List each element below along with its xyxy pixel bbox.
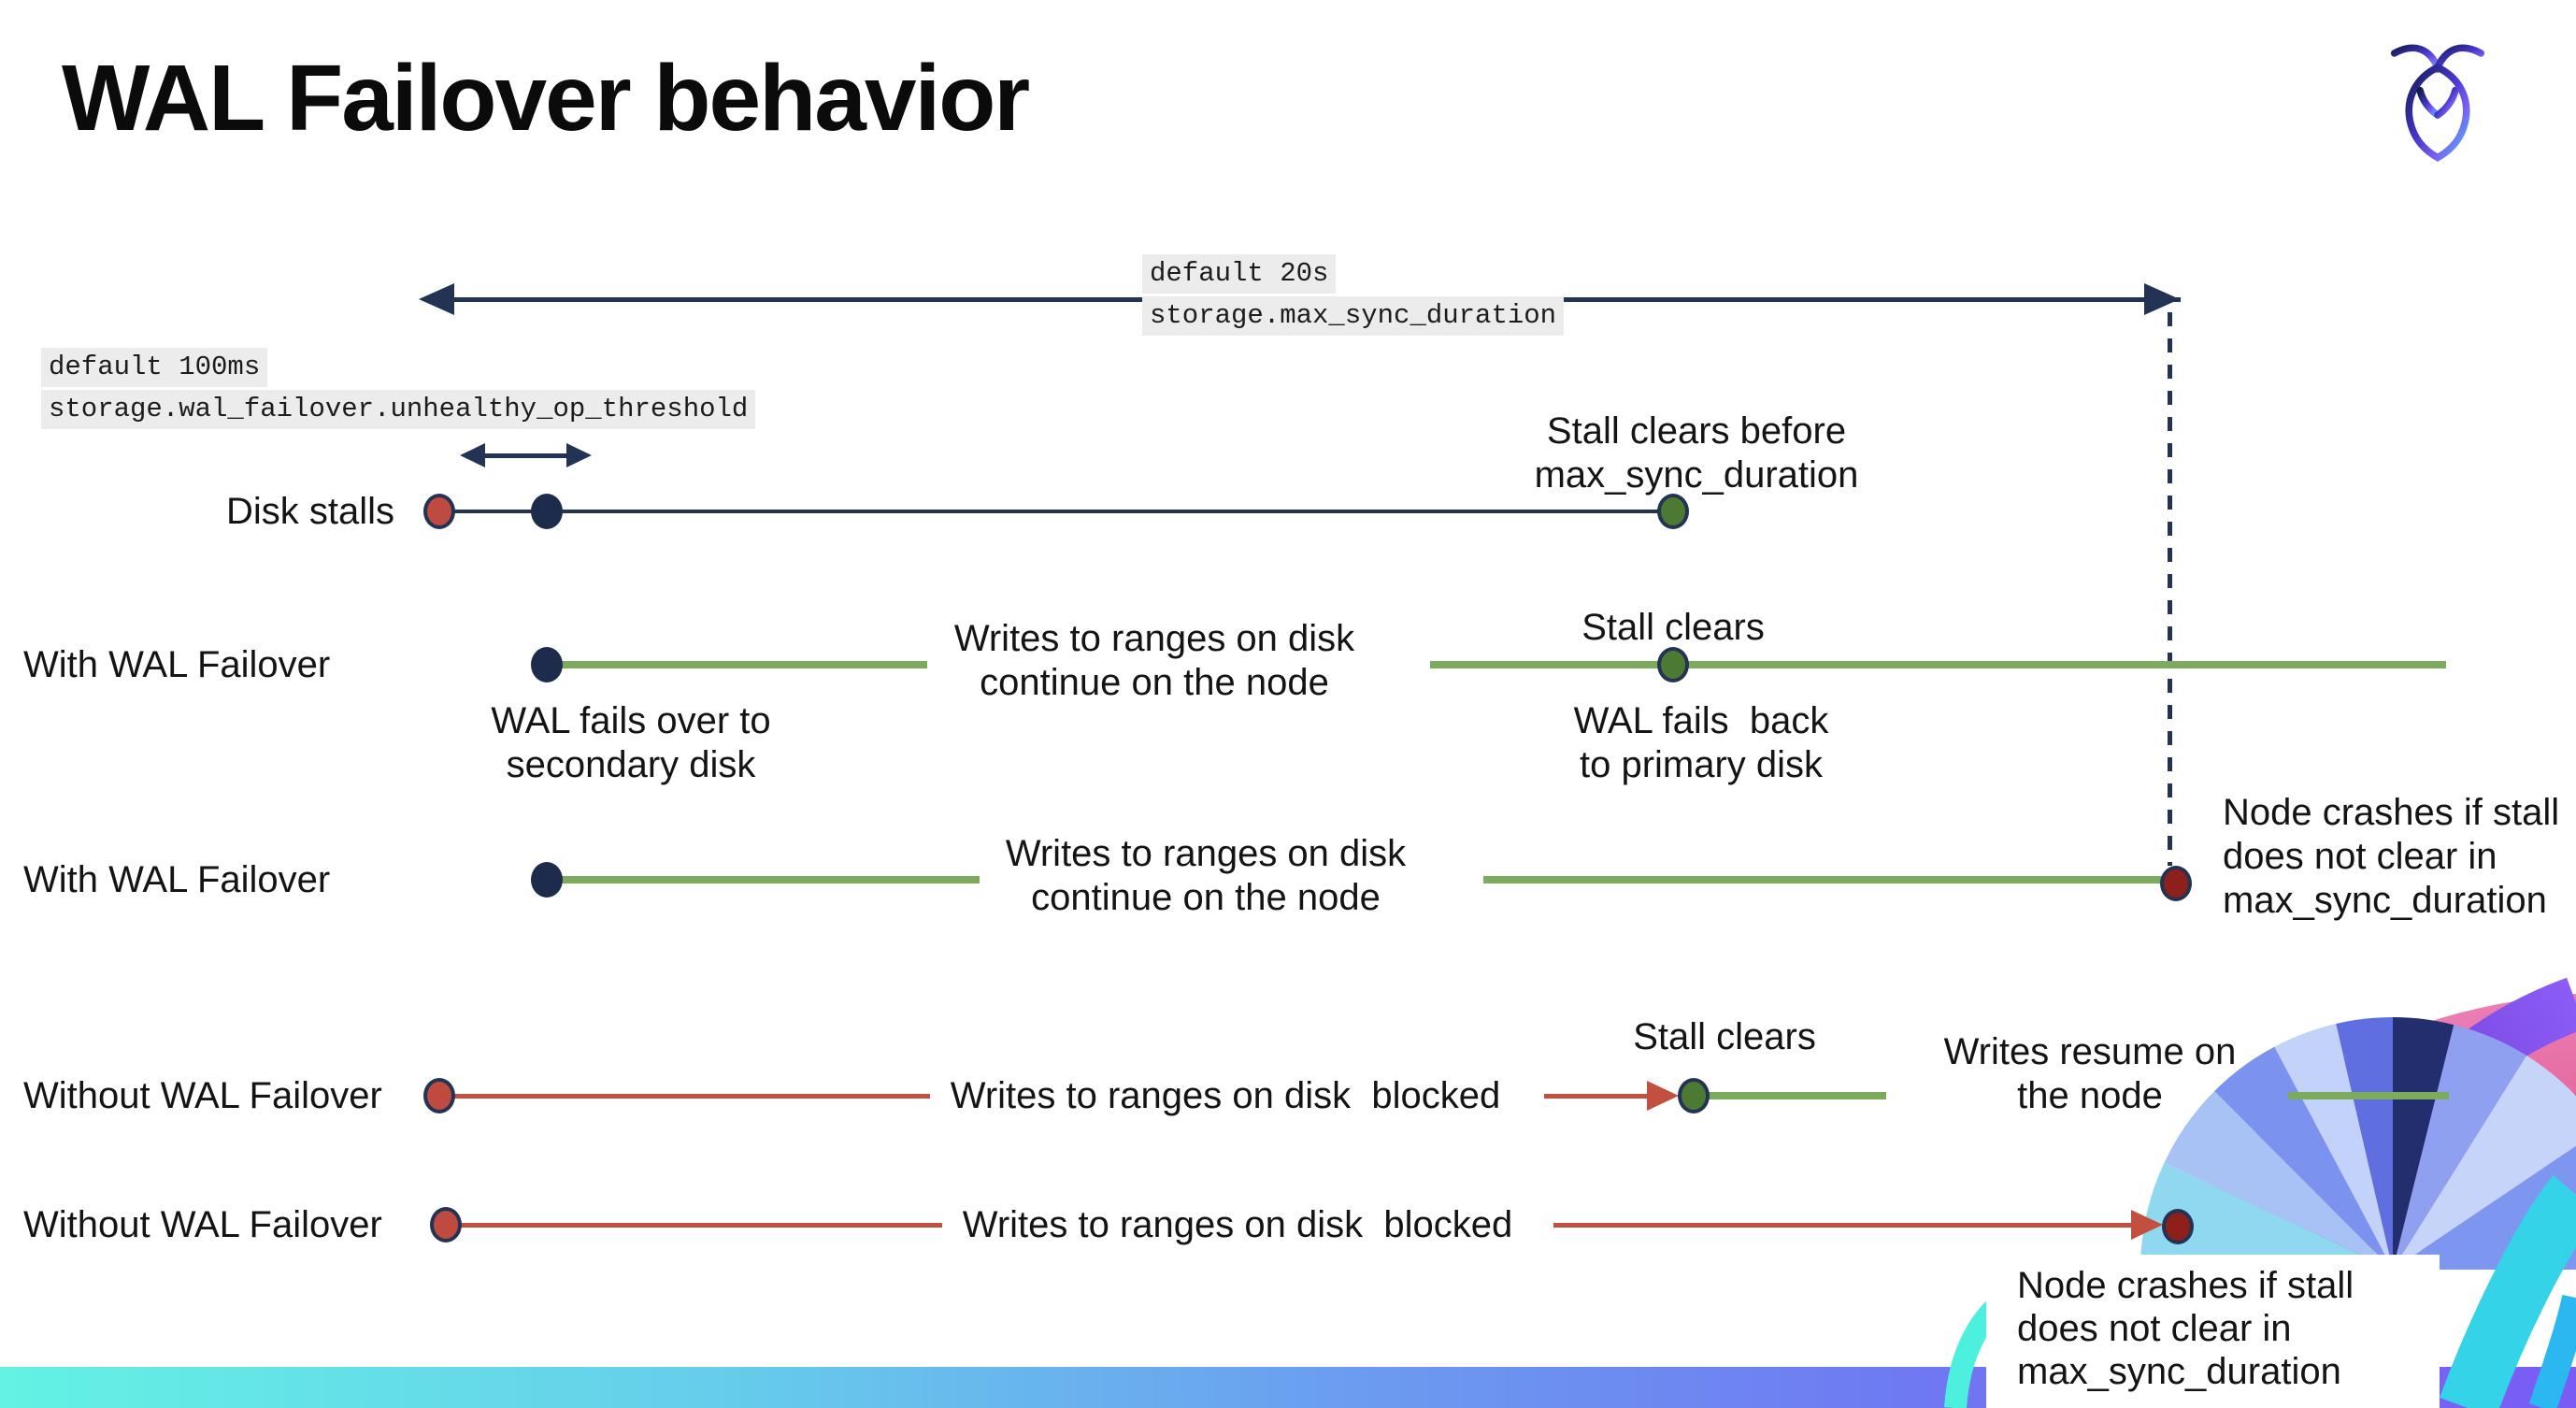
writes-continue-line-b <box>1430 661 2446 668</box>
max-sync-duration-annotation: default 20s storage.max_sync_duration <box>1142 254 1565 338</box>
arrowhead-left-icon <box>419 283 454 315</box>
unhealthy-op-threshold-annotation: default 100ms storage.wal_failover.unhea… <box>41 348 756 432</box>
stall-clears-dot-row2 <box>1657 647 1689 682</box>
callout-wal-fails-over: WAL fails over to secondary disk <box>491 700 771 785</box>
row-label-without-wal-failover-1: Without WAL Failover <box>23 1075 382 1116</box>
stall-clears-dot-row1 <box>1657 494 1689 529</box>
stall-start-dot-row5 <box>430 1207 462 1243</box>
writes-blocked-line-b <box>1544 1094 1649 1099</box>
writes-blocked-line-d <box>1553 1223 2133 1228</box>
writes-continue-line-d <box>1483 876 2163 884</box>
callout-stall-clears-1: Stall clears <box>1581 607 1765 648</box>
callout-stall-clears-before: Stall clears before max_sync_duration <box>1534 410 1859 496</box>
writes-continue-line-c <box>559 876 980 884</box>
max-sync-default-label: default 20s <box>1142 254 1337 294</box>
cockroachdb-logo-icon <box>2389 37 2486 169</box>
red-arrowhead-icon-row4 <box>1647 1081 1679 1111</box>
node-crash-dot-row5 <box>2162 1209 2194 1244</box>
callout-writes-continue-1: Writes to ranges on disk continue on the… <box>953 618 1355 703</box>
writes-resume-line-b <box>2288 1092 2449 1099</box>
stall-clears-dot-row4 <box>1678 1078 1710 1113</box>
max-sync-setting-name: storage.max_sync_duration <box>1142 296 1565 336</box>
small-arrowhead-left-icon <box>460 443 485 467</box>
threshold-reached-dot <box>531 494 563 529</box>
callout-node-crashes-2: Node crashes if stall does not clear in … <box>2017 1265 2354 1392</box>
stall-start-dot <box>423 494 455 529</box>
callout-wal-fails-back: WAL fails back to primary disk <box>1573 700 1829 785</box>
row-label-with-wal-failover-1: With WAL Failover <box>23 644 331 685</box>
threshold-span-line <box>475 453 580 458</box>
callout-writes-continue-2: Writes to ranges on disk continue on the… <box>1005 833 1407 918</box>
writes-resume-line-a <box>1707 1092 1886 1099</box>
node-crash-dot-row3 <box>2160 866 2192 901</box>
max-sync-deadline-dashed-line <box>2168 312 2172 866</box>
callout-stall-clears-2: Stall clears <box>1633 1016 1816 1057</box>
callout-writes-resume: Writes resume on the node <box>1943 1031 2237 1116</box>
failover-dot-row2 <box>531 647 563 682</box>
brand-artwork <box>1907 914 2576 1408</box>
small-arrowhead-right-icon <box>566 443 592 467</box>
red-arrowhead-icon-row5 <box>2131 1210 2163 1240</box>
crash-note-box <box>1986 1255 2440 1408</box>
writes-continue-line-a <box>559 661 927 668</box>
unhealthy-op-default-label: default 100ms <box>41 348 268 387</box>
callout-node-crashes-1: Node crashes if stall does not clear in … <box>2223 792 2560 921</box>
stall-start-dot-row4 <box>423 1078 455 1113</box>
unhealthy-op-setting-name: storage.wal_failover.unhealthy_op_thresh… <box>41 390 756 429</box>
disk-stall-timeline <box>451 510 1666 513</box>
arrowhead-right-icon <box>2144 283 2180 315</box>
page-title: WAL Failover behavior <box>62 46 1030 151</box>
row-label-disk-stalls: Disk stalls <box>225 491 394 532</box>
callout-writes-blocked-2: Writes to ranges on disk blocked <box>962 1204 1513 1245</box>
writes-blocked-line-c <box>461 1223 942 1228</box>
writes-blocked-line-a <box>454 1094 930 1099</box>
row-label-without-wal-failover-2: Without WAL Failover <box>23 1204 382 1245</box>
row-label-with-wal-failover-2: With WAL Failover <box>23 859 331 900</box>
callout-writes-blocked-1: Writes to ranges on disk blocked <box>950 1075 1501 1116</box>
failover-dot-row3 <box>531 862 563 898</box>
